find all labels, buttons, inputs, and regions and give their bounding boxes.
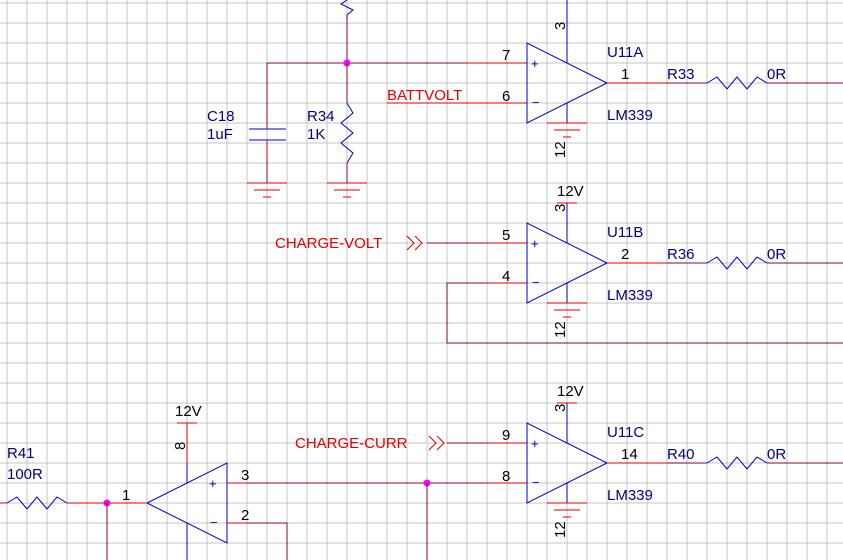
r40-value: 0R bbox=[767, 446, 786, 463]
pin-number: 1 bbox=[122, 487, 130, 504]
offpage-arrow-icon bbox=[406, 235, 415, 251]
ref-label: U11B bbox=[607, 224, 643, 241]
pin-number: 7 bbox=[502, 47, 510, 64]
resistor-top[interactable] bbox=[340, 0, 354, 63]
pin-number: 6 bbox=[502, 88, 510, 105]
ground-icon bbox=[247, 182, 287, 198]
ref-label: U11A bbox=[607, 44, 643, 61]
net-label-charge-curr[interactable]: CHARGE-CURR bbox=[295, 435, 408, 452]
feedback-wire bbox=[446, 282, 843, 344]
plus-sign: + bbox=[531, 56, 539, 71]
part-label: LM339 bbox=[607, 287, 653, 304]
r41-value: 100R bbox=[7, 466, 43, 483]
pin-number: 8 bbox=[172, 442, 189, 450]
r41-ref: R41 bbox=[7, 445, 35, 462]
pin-number: 9 bbox=[502, 427, 510, 444]
net-label-battvolt[interactable]: BATTVOLT bbox=[387, 87, 462, 104]
supply-label: 12V bbox=[175, 403, 202, 420]
r33-value: 0R bbox=[767, 66, 786, 83]
pin-number: 12 bbox=[552, 521, 569, 538]
resistor-r34[interactable] bbox=[340, 63, 354, 183]
ground-icon bbox=[547, 502, 587, 518]
pin-number: 3 bbox=[241, 467, 249, 484]
r40-ref: R40 bbox=[667, 446, 695, 463]
offpage-arrow-icon bbox=[414, 235, 423, 251]
pin-number: 2 bbox=[621, 246, 629, 263]
comparator-u11a[interactable]: + − 7 6 3 12 U11A LM339 1 bbox=[502, 0, 667, 158]
ground-icon bbox=[547, 302, 587, 318]
supply-label: 12V bbox=[557, 183, 584, 200]
r36-ref: R36 bbox=[667, 246, 695, 263]
r34-value: 1K bbox=[307, 126, 325, 143]
offpage-arrow-icon bbox=[436, 435, 445, 451]
pin-number: 1 bbox=[621, 66, 629, 83]
pin-number: 12 bbox=[552, 141, 569, 158]
pin-number: 4 bbox=[502, 268, 510, 285]
net-label-charge-volt[interactable]: CHARGE-VOLT bbox=[275, 235, 382, 252]
offpage-arrow-icon bbox=[428, 435, 437, 451]
pin-number: 3 bbox=[552, 404, 569, 412]
plus-sign: + bbox=[531, 236, 539, 251]
pin-number: 8 bbox=[502, 468, 510, 485]
plus-sign: + bbox=[531, 436, 539, 451]
resistor-r33[interactable]: R33 0R bbox=[667, 66, 843, 90]
pin-number: 14 bbox=[621, 446, 638, 463]
pin-number: 3 bbox=[552, 204, 569, 212]
minus-sign: − bbox=[532, 95, 540, 110]
minus-sign: − bbox=[210, 515, 218, 530]
pin-number: 5 bbox=[502, 227, 510, 244]
part-label: LM339 bbox=[607, 487, 653, 504]
pin-number: 2 bbox=[241, 507, 249, 524]
r34-ref: R34 bbox=[307, 108, 335, 125]
plus-sign: + bbox=[209, 476, 217, 491]
ground-icon bbox=[327, 182, 367, 198]
pin-number: 12 bbox=[552, 321, 569, 338]
pin-number: 3 bbox=[552, 22, 569, 30]
r33-ref: R33 bbox=[667, 66, 695, 83]
resistor-r36[interactable]: R36 0R bbox=[667, 246, 843, 270]
r36-value: 0R bbox=[767, 246, 786, 263]
opamp-left[interactable]: 12V + − 8 3 2 1 bbox=[107, 403, 288, 560]
minus-sign: − bbox=[532, 475, 540, 490]
comparator-u11c[interactable]: 12V + − 9 8 3 12 U11C LM339 14 bbox=[502, 383, 667, 538]
minus-sign: − bbox=[532, 275, 540, 290]
resistor-r40[interactable]: R40 0R bbox=[667, 446, 843, 470]
ground-icon bbox=[547, 122, 587, 138]
supply-label: 12V bbox=[557, 383, 584, 400]
c18-value: 1uF bbox=[207, 126, 233, 143]
part-label: LM339 bbox=[607, 107, 653, 124]
ref-label: U11C bbox=[607, 424, 644, 441]
c18-ref: C18 bbox=[207, 108, 235, 125]
resistor-r41[interactable]: R41 100R bbox=[0, 445, 107, 510]
capacitor-c18[interactable] bbox=[249, 63, 286, 183]
comparator-u11b[interactable]: 12V + − 5 4 3 12 U11B LM339 2 bbox=[502, 183, 667, 338]
